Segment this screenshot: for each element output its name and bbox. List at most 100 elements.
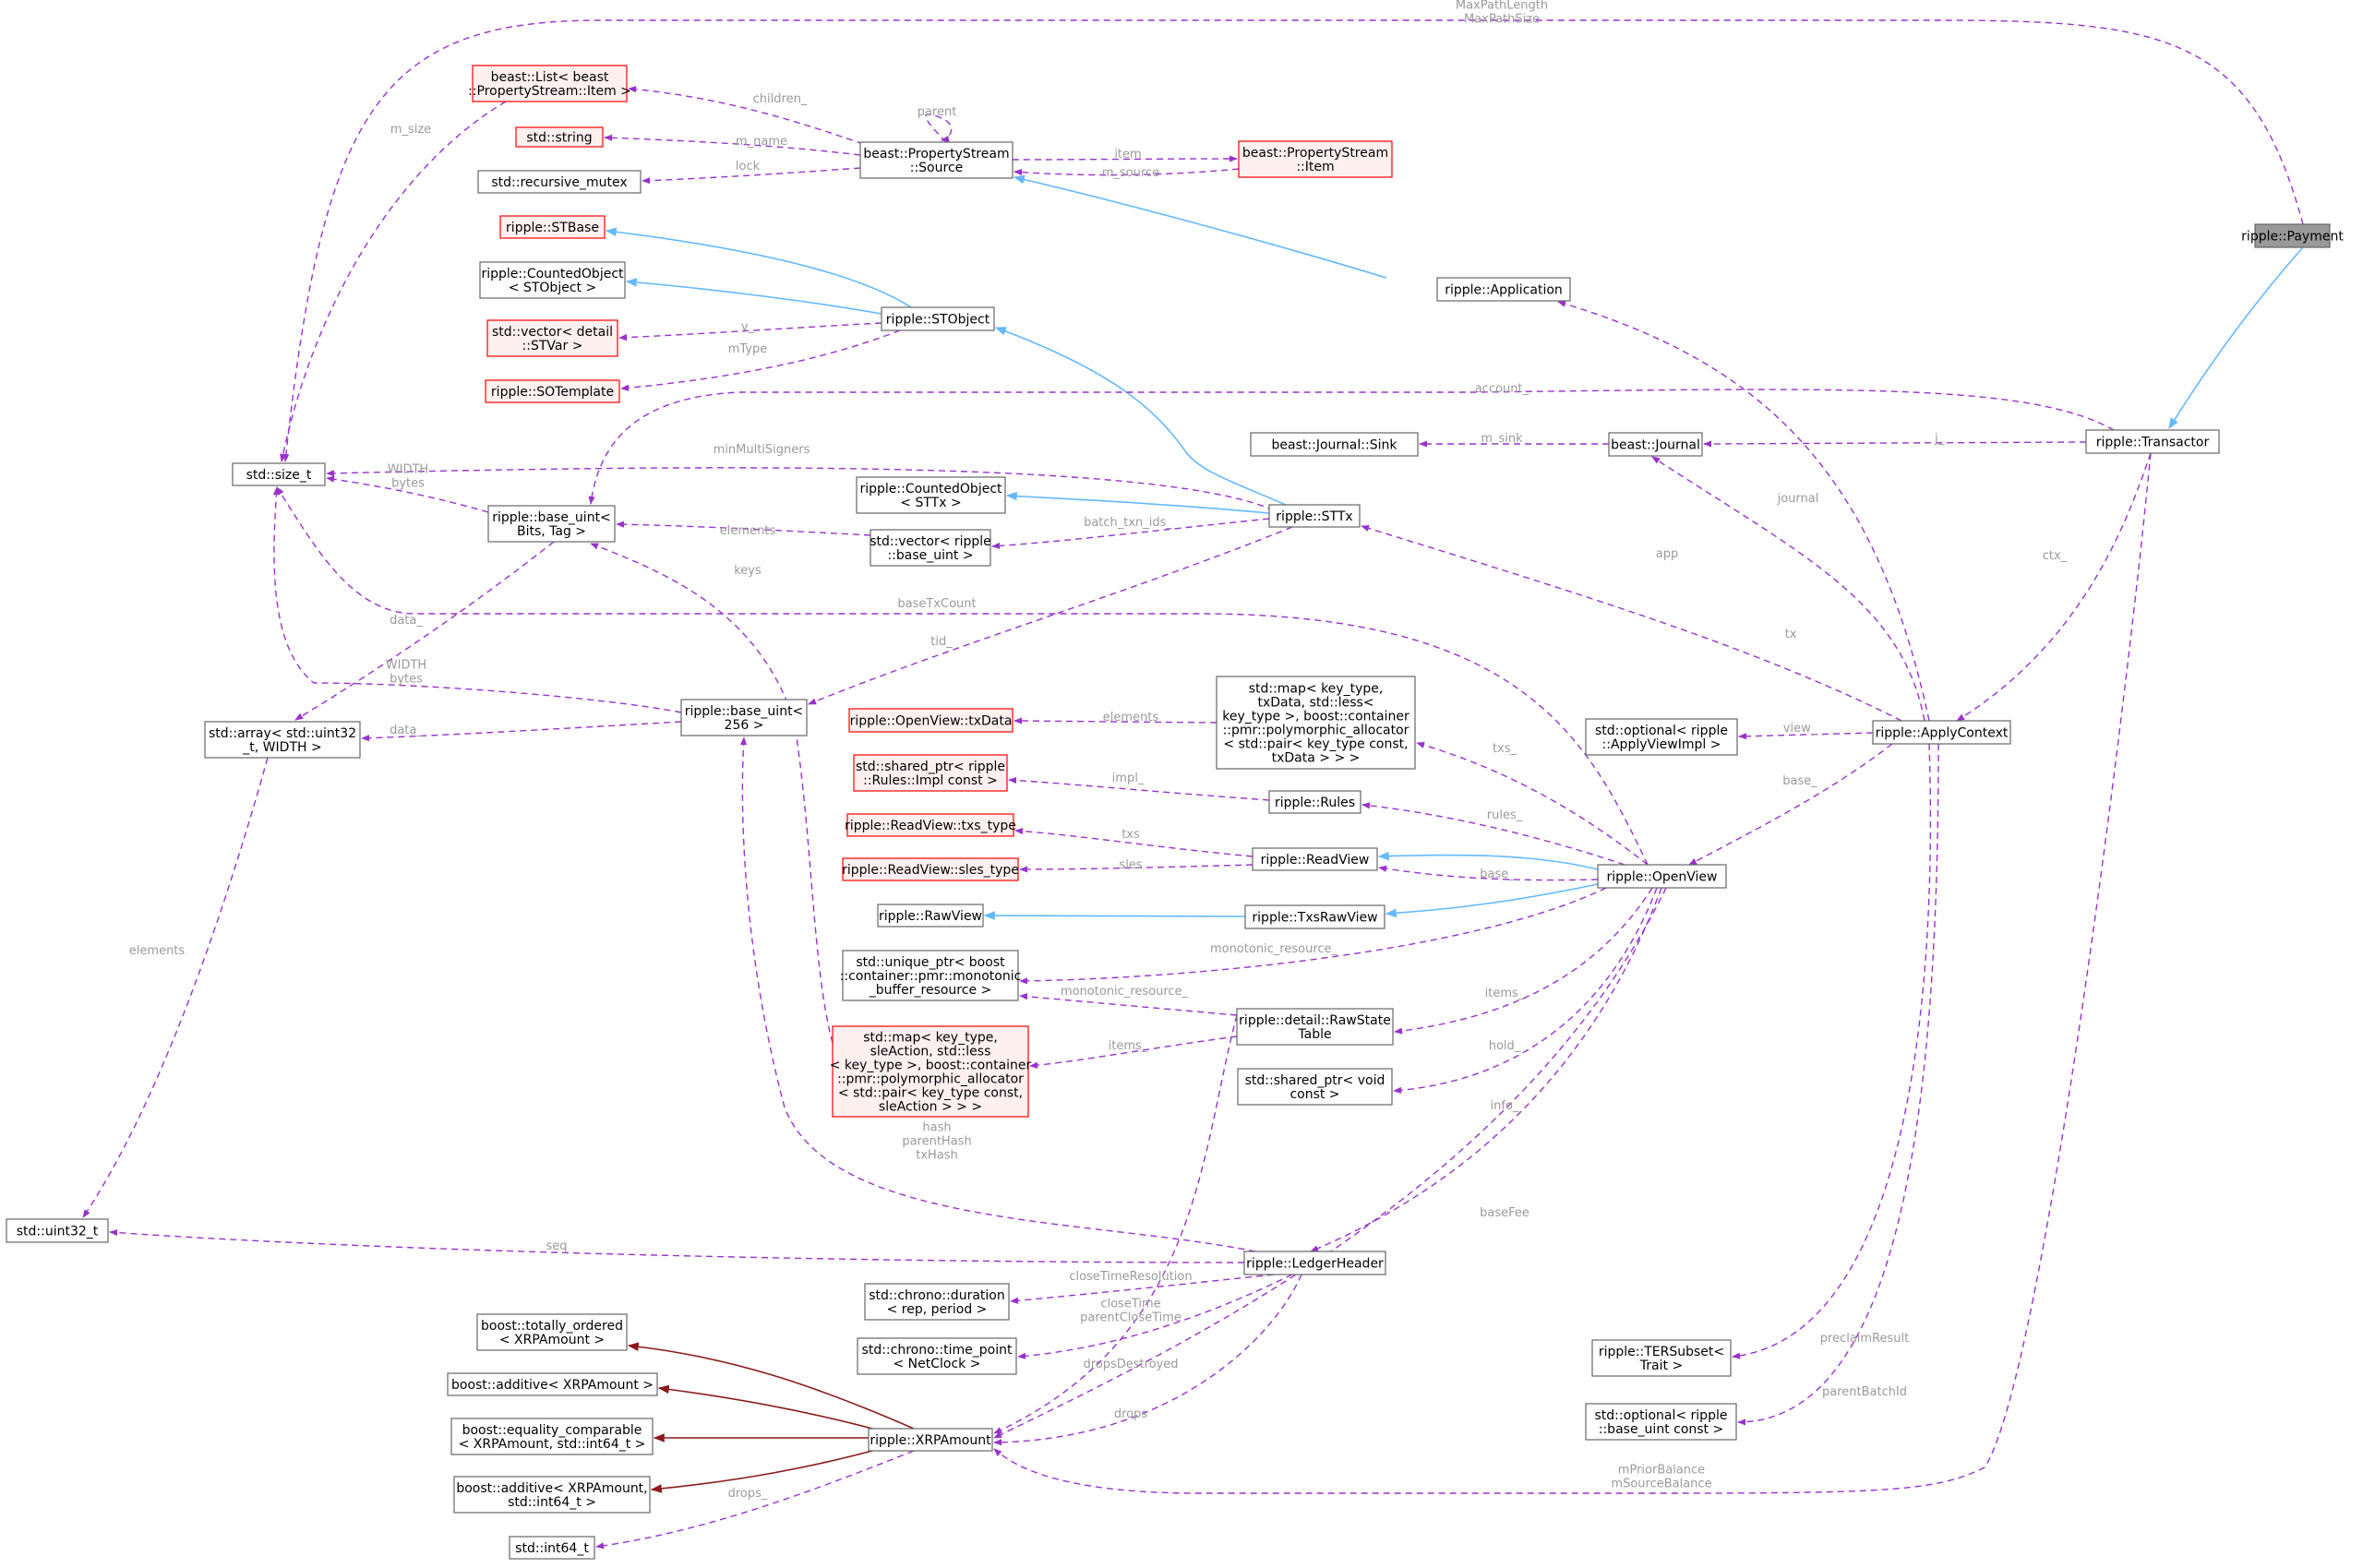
node-array-uint32[interactable]: std::array< std::uint32_t, WIDTH >	[204, 721, 361, 759]
node-label: ripple::Application	[1445, 283, 1563, 298]
node-label: < STObject >	[509, 281, 596, 295]
node-size-t[interactable]: std::size_t	[232, 462, 326, 486]
node-box	[1608, 432, 1703, 457]
node-map-sleaction[interactable]: std::map< key_type,sleAction, std::less<…	[830, 1025, 1032, 1118]
edge-label-base-tx-count: baseTxCount	[897, 597, 976, 611]
node-label: beast::Journal	[1611, 438, 1700, 453]
dependency-edge-rules	[1361, 802, 1625, 866]
node-vector-base-uint[interactable]: std::vector< ripple::base_uint >	[870, 529, 991, 567]
node-openview[interactable]: ripple::OpenView	[1597, 864, 1727, 889]
node-label: beast::PropertyStream	[863, 147, 1009, 162]
node-ledgerheader[interactable]: ripple::LedgerHeader	[1243, 1251, 1386, 1275]
node-application[interactable]: ripple::Application	[1436, 277, 1571, 302]
node-chrono-duration[interactable]: std::chrono::duration< rep, period >	[864, 1283, 1010, 1321]
node-label: ripple::ReadView::txs_type	[845, 819, 1016, 833]
node-sles-type[interactable]: ripple::ReadView::sles_type	[842, 857, 1019, 881]
node-chrono-timepoint[interactable]: std::chrono::time_point< NetClock >	[857, 1337, 1017, 1375]
node-label: ripple::SOTemplate	[491, 385, 614, 400]
edge-label-width-bytes-1: WIDTH	[388, 463, 428, 477]
node-equality-comparable[interactable]: boost::equality_comparable< XRPAmount, s…	[450, 1418, 654, 1455]
node-label: boost::equality_comparable	[462, 1423, 642, 1438]
dependency-edge-parent	[925, 114, 953, 143]
node-box	[499, 215, 606, 239]
node-transactor[interactable]: ripple::Transactor	[2085, 429, 2220, 454]
edge-label-hashes: txHash	[916, 1149, 958, 1163]
node-label: std::shared_ptr< ripple	[856, 760, 1005, 774]
node-additive-int64[interactable]: boost::additive< XRPAmount,std::int64_t …	[453, 1476, 651, 1514]
node-stbase[interactable]: ripple::STBase	[499, 215, 606, 239]
node-rules[interactable]: ripple::Rules	[1268, 790, 1361, 814]
node-box	[1243, 1251, 1386, 1275]
node-vector-stvar[interactable]: std::vector< detail::STVar >	[486, 319, 618, 357]
node-box	[453, 1476, 651, 1514]
node-txs-type[interactable]: ripple::ReadView::txs_type	[845, 813, 1016, 837]
node-ps-source[interactable]: beast::PropertyStream::Source	[859, 141, 1014, 179]
node-box	[515, 126, 604, 148]
node-shared-rules-impl[interactable]: std::shared_ptr< ripple::Rules::Impl con…	[853, 754, 1008, 792]
node-counted-sttx[interactable]: ripple::CountedObject< STTx >	[856, 476, 1006, 514]
node-unique-ptr-mbr[interactable]: std::unique_ptr< boost::container::pmr::…	[840, 950, 1022, 1001]
edge-label-hold: hold_	[1489, 1039, 1521, 1053]
dependency-edge-drops_destroyed	[993, 1014, 1238, 1434]
edge-label-parent: parent	[918, 105, 957, 119]
node-recursive-mutex[interactable]: std::recursive_mutex	[477, 170, 642, 194]
node-stobject[interactable]: ripple::STObject	[881, 306, 995, 331]
node-payment[interactable]: ripple::Payment	[2241, 223, 2344, 248]
node-label: ripple::ReadView	[1261, 853, 1370, 868]
edge-label-item: item	[1114, 148, 1141, 162]
node-box	[2254, 223, 2331, 248]
node-ps-item[interactable]: beast::PropertyStream::Item	[1238, 140, 1393, 178]
node-tersubset[interactable]: ripple::TERSubset<Trait >	[1591, 1339, 1732, 1377]
node-box	[842, 950, 1019, 1001]
dependency-edge-items_ov	[1394, 887, 1653, 1035]
node-optional-base-uint[interactable]: std::optional< ripple::base_uint const >	[1585, 1403, 1737, 1441]
edge-label-mtype: mType	[728, 342, 768, 356]
nodes: ripple::Paymentripple::Transactorripple:…	[6, 65, 2344, 1560]
node-int64[interactable]: std::int64_t	[509, 1536, 595, 1560]
node-std-string[interactable]: std::string	[515, 126, 604, 148]
node-rawview[interactable]: ripple::RawView	[877, 904, 984, 928]
dependency-edge-base_tx_count	[276, 486, 1649, 866]
node-journal-sink[interactable]: beast::Journal::Sink	[1250, 432, 1419, 457]
node-label: < rep, period >	[887, 1302, 988, 1317]
node-box	[853, 754, 1008, 792]
node-applycontext[interactable]: ripple::ApplyContext	[1872, 720, 2011, 745]
node-counted-stobject[interactable]: ripple::CountedObject< STObject >	[479, 261, 626, 299]
node-journal[interactable]: beast::Journal	[1608, 432, 1703, 457]
dependency-edge-base_rv	[1378, 865, 1599, 881]
node-label: ripple::CountedObject	[481, 267, 624, 281]
node-map-txdata[interactable]: std::map< key_type,txData, std::less<key…	[1216, 676, 1416, 770]
node-base-uint-256[interactable]: ripple::base_uint<256 >	[680, 699, 808, 736]
edge-label-elements-vec: elements	[720, 524, 776, 538]
node-label: < XRPAmount, std::int64_t >	[459, 1437, 646, 1452]
node-readview[interactable]: ripple::ReadView	[1252, 847, 1378, 871]
node-additive-xrp[interactable]: boost::additive< XRPAmount >	[447, 1372, 658, 1396]
node-label: ::base_uint >	[887, 548, 973, 563]
node-sotemplate[interactable]: ripple::SOTemplate	[485, 379, 620, 403]
node-label: ::base_uint const >	[1599, 1422, 1723, 1437]
node-xrpamount[interactable]: ripple::XRPAmount	[868, 1428, 993, 1452]
node-txsrawview[interactable]: ripple::TxsRawView	[1244, 904, 1385, 929]
edge-label-journal: journal	[1777, 492, 1819, 506]
node-label: < NetClock >	[894, 1357, 981, 1371]
node-box	[1436, 277, 1571, 302]
dependency-edge-prior_balance	[993, 452, 2152, 1494]
node-box	[1238, 140, 1393, 178]
node-openview-txdata[interactable]: ripple::OpenView::txData	[848, 708, 1014, 733]
node-box	[1252, 847, 1378, 871]
node-box	[881, 306, 995, 331]
node-label: ::pmr::polymorphic_allocator	[837, 1072, 1024, 1087]
node-label: const >	[1289, 1087, 1339, 1102]
node-uint32[interactable]: std::uint32_t	[6, 1218, 109, 1243]
node-label: _t, WIDTH >	[242, 740, 321, 755]
node-box	[1585, 718, 1738, 756]
node-optional-applyview[interactable]: std::optional< ripple::ApplyViewImpl >	[1585, 718, 1738, 756]
inheritance-edge-66	[2168, 246, 2304, 430]
node-sttx[interactable]: ripple::STTx	[1268, 504, 1361, 528]
node-label: ripple::CountedObject	[859, 482, 1002, 497]
node-base-uint-tpl[interactable]: ripple::base_uint<Bits, Tag >	[487, 505, 616, 543]
node-totally-ordered[interactable]: boost::totally_ordered< XRPAmount >	[476, 1313, 628, 1351]
node-list-item[interactable]: beast::List< beast::PropertyStream::Item…	[468, 65, 631, 102]
